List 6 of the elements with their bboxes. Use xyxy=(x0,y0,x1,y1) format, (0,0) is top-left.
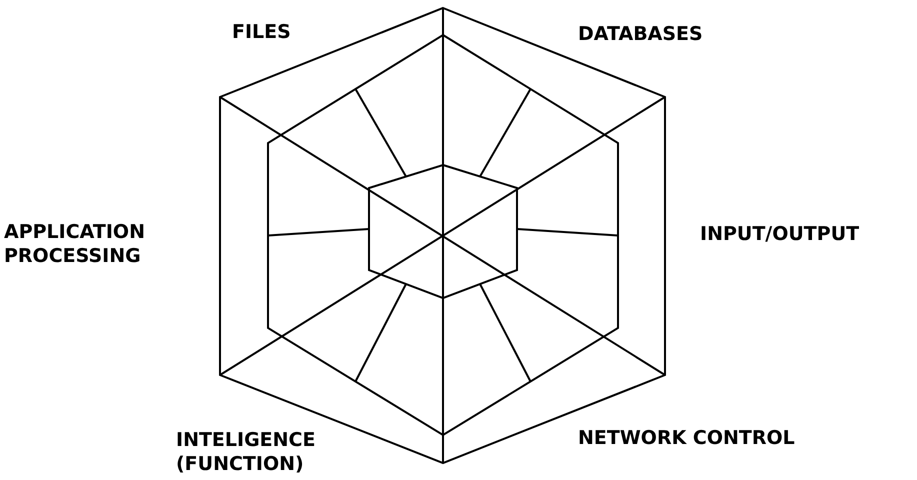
axis-label: INPUT/OUTPUT xyxy=(700,223,860,245)
axis-label: DATABASES xyxy=(578,23,703,45)
axis-label: INTELIGENCE (FUNCTION) xyxy=(176,429,316,475)
axis-label: APPLICATION PROCESSING xyxy=(4,221,145,267)
axis-label: FILES xyxy=(232,21,291,43)
axis-label: NETWORK CONTROL xyxy=(578,427,795,449)
